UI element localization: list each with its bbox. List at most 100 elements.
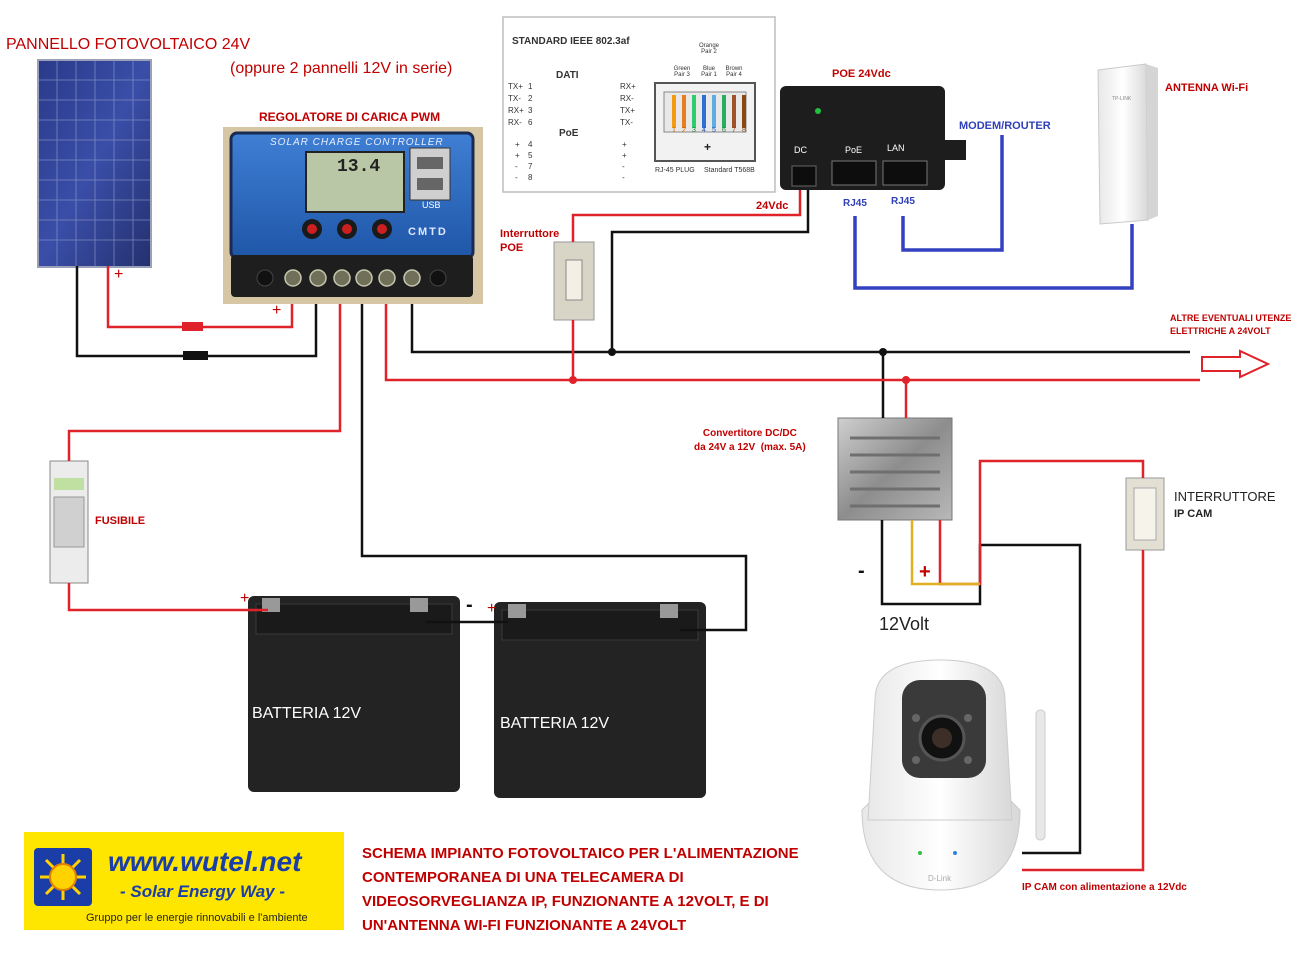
battery-left-label: BATTERIA 12V <box>252 705 362 722</box>
switch-poe-label: Interruttore POE <box>500 228 560 254</box>
ieee-poe-left-3: - <box>515 162 518 171</box>
ieee-left-pin-3: RX+ <box>508 106 524 115</box>
sun-logo-icon <box>34 848 92 906</box>
battery-right-label: BATTERIA 12V <box>500 715 610 732</box>
ieee-poe-right-1: + <box>622 140 627 149</box>
ieee-left-pin-2: TX- <box>508 94 521 103</box>
converter-output-wire <box>910 520 980 586</box>
battery-right-plus: + <box>487 600 497 617</box>
logo-subtitle: Gruppo per le energie rinnovabili e l'am… <box>86 912 308 924</box>
converter-label: Convertitore DC/DC da 24V a 12V (max. 5A… <box>694 428 806 453</box>
wifi-antenna <box>1097 63 1158 225</box>
ieee-poe-right-2: + <box>622 151 627 160</box>
regulator-display-value: 13.4 <box>337 157 381 177</box>
ipcam-brand: D-Link <box>928 874 952 883</box>
battery-left-plus: + <box>240 590 250 607</box>
rj45-pin-7: 7 <box>732 127 736 134</box>
rj45-plug-plus: + <box>704 140 712 154</box>
rj45-pin-5: 5 <box>712 127 716 134</box>
ieee-poe: PoE <box>559 128 579 139</box>
rj45-pin-1: 1 <box>672 127 676 134</box>
ieee-left-pin-4: RX- <box>508 118 522 127</box>
rj45-plug-label: RJ-45 PLUG <box>655 167 695 174</box>
ieee-left-pin-1: TX+ <box>508 82 523 91</box>
junction-pos-conv <box>902 376 910 384</box>
rj45-pin-4: 4 <box>702 127 706 134</box>
ieee-right-pin-3: TX+ <box>620 106 635 115</box>
rj45-pin-6: 6 <box>722 127 726 134</box>
switch-ipcam-label-2: IP CAM <box>1174 508 1213 520</box>
panel-title: PANNELLO FOTOVOLTAICO 24V <box>6 36 251 53</box>
switch-ipcam-label-1: INTERRUTTORE <box>1174 489 1276 504</box>
junction-neg-poe <box>608 348 616 356</box>
other-loads-label: ALTRE EVENTUALI UTENZE ELETTRICHE A 24VO… <box>1170 313 1292 336</box>
regulator-face-text: SOLAR CHARGE CONTROLLER <box>270 137 444 148</box>
ieee-num-4: 4 <box>528 140 533 149</box>
ieee-dati: DATI <box>556 70 579 81</box>
pair-brown: Brown Pair 4 <box>725 66 743 78</box>
diagram-caption: SCHEMA IMPIANTO FOTOVOLTAICO PER L'ALIME… <box>362 845 799 934</box>
rj45-pin-8: 8 <box>742 127 746 134</box>
ieee-poe-right-3: - <box>622 162 625 171</box>
positive-fuse-mark <box>182 322 203 331</box>
antenna-brand: TP-LINK <box>1112 96 1132 102</box>
ieee-right-pin-4: TX- <box>620 118 633 127</box>
regulator-plus-sign: + <box>272 302 282 319</box>
battery-left <box>248 596 460 792</box>
poe-lan-label: LAN <box>887 143 905 153</box>
ieee-table <box>502 16 776 193</box>
negative-fuse-mark <box>183 351 208 360</box>
ieee-num-3: 3 <box>528 106 533 115</box>
ieee-poe-left-4: - <box>515 173 518 182</box>
ieee-right-pin-1: RX+ <box>620 82 636 91</box>
output-arrow-icon <box>1201 349 1271 379</box>
ieee-poe-left-1: + <box>515 140 520 149</box>
junction-neg-conv <box>879 348 887 356</box>
antenna-label: ANTENNA Wi-Fi <box>1165 82 1249 94</box>
ieee-num-5: 5 <box>528 151 533 160</box>
logo-url[interactable]: www.wutel.net <box>108 846 302 877</box>
ieee-num-6: 6 <box>528 118 533 127</box>
converter-minus-sign: - <box>858 560 865 582</box>
pair-orange: Orange Pair 2 <box>698 43 719 55</box>
positive-wires <box>67 190 1200 872</box>
ieee-poe-left-2: + <box>515 151 520 160</box>
logo-box: www.wutel.net - Solar Energy Way - Grupp… <box>24 832 344 930</box>
switch-ipcam-device <box>1125 477 1165 551</box>
ip-camera <box>861 659 1046 891</box>
regulator-brand: CMTD <box>408 226 448 238</box>
fuse-device <box>49 460 89 584</box>
output-12volt-label: 12Volt <box>879 614 930 634</box>
ieee-poe-right-4: - <box>622 173 625 182</box>
ieee-num-7: 7 <box>528 162 533 171</box>
ieee-num-8: 8 <box>528 173 533 182</box>
rj45-pin-3: 3 <box>692 127 696 134</box>
ieee-num-2: 2 <box>528 94 533 103</box>
panel-note: (oppure 2 pannelli 12V in serie) <box>230 60 453 77</box>
solar-panel <box>37 59 152 268</box>
ieee-right-pin-2: RX- <box>620 94 634 103</box>
panel-plus-sign: + <box>114 266 124 283</box>
poe-injector <box>780 86 966 190</box>
junction-pos-poe <box>569 376 577 384</box>
network-wires <box>853 135 1134 290</box>
rj45-pin-2: 2 <box>682 127 686 134</box>
battery-minus-sign: - <box>466 594 473 616</box>
poe-poe-label: PoE <box>845 145 863 155</box>
battery-right <box>494 602 706 798</box>
pair-blue: Blue Pair 1 <box>701 66 717 78</box>
converter-plus-sign: + <box>919 561 931 583</box>
charge-regulator <box>223 127 483 304</box>
regulator-label: REGOLATORE DI CARICA PWM <box>259 110 441 124</box>
ieee-title: STANDARD IEEE 802.3af <box>512 36 630 47</box>
modem-router-label: MODEM/ROUTER <box>959 120 1051 132</box>
ieee-num-1: 1 <box>528 82 533 91</box>
dcdc-converter <box>837 417 953 521</box>
switch-poe-device <box>553 241 595 321</box>
rj45-std-label: Standard T568B <box>704 167 755 174</box>
ipcam-label: IP CAM con alimentazione a 12Vdc <box>1022 882 1187 893</box>
poe-dc-label: DC <box>794 145 807 155</box>
rj45-label-a: RJ45 <box>843 198 867 209</box>
fuse-label: FUSIBILE <box>95 515 146 527</box>
